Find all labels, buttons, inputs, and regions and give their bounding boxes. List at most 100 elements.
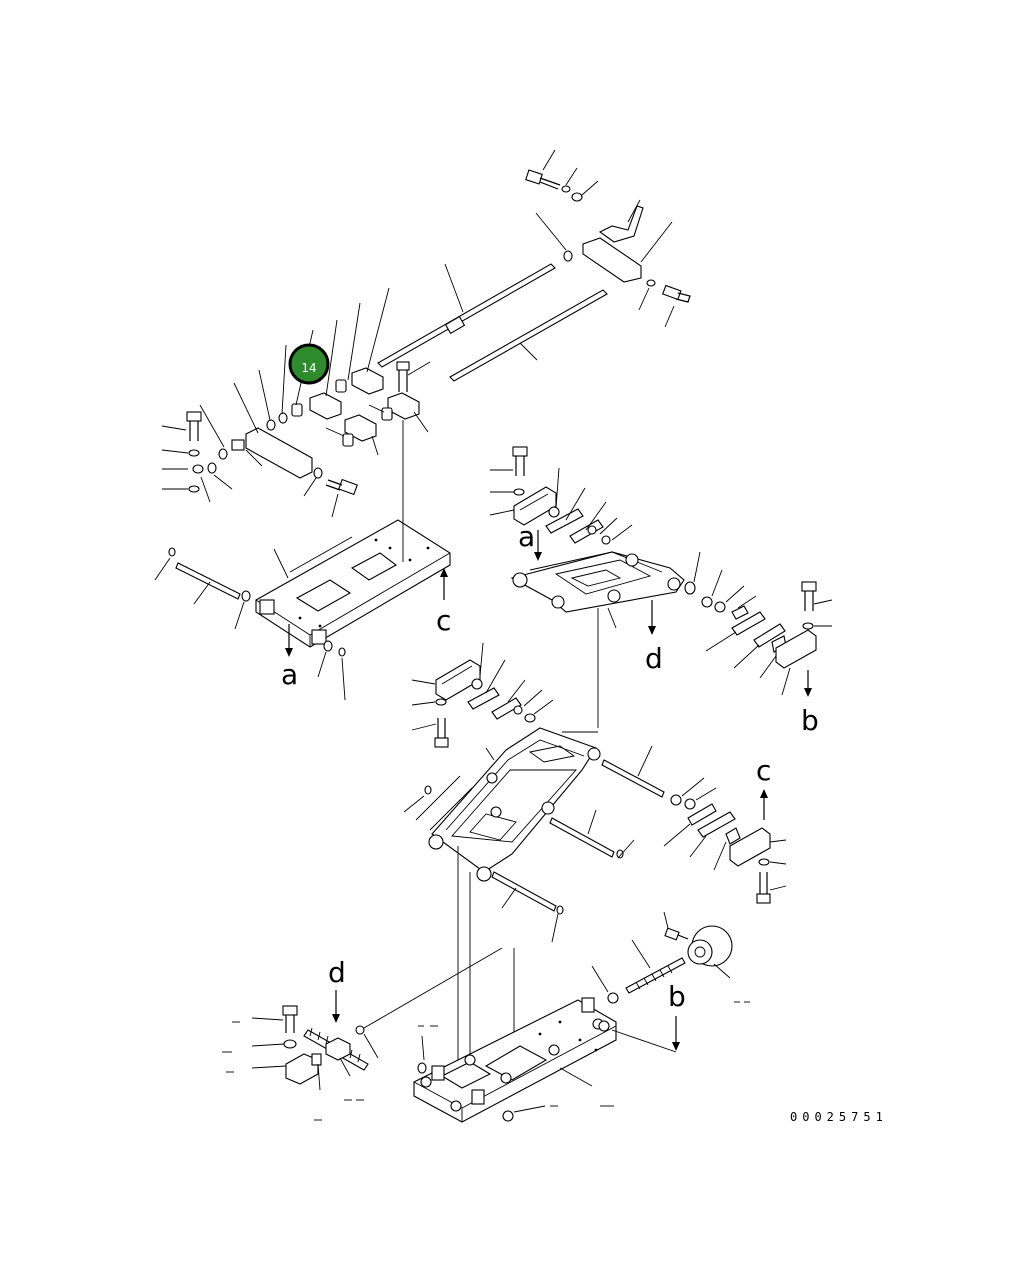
washer: [502, 1110, 514, 1122]
clip: [556, 905, 564, 915]
washer: [701, 596, 713, 608]
pivot: [486, 772, 498, 784]
clip: [424, 785, 432, 795]
washer: [513, 705, 523, 715]
block: [351, 367, 384, 395]
washer: [218, 448, 228, 460]
callout-label: 14: [301, 361, 316, 375]
plate-lug: [311, 629, 327, 645]
bolt-top: [525, 169, 561, 190]
pivot: [512, 572, 528, 588]
washer: [601, 535, 611, 545]
washer: [207, 462, 217, 474]
washer: [646, 279, 656, 287]
pivot: [625, 553, 639, 567]
bolt-angled: [325, 478, 358, 496]
frame-arm: [510, 551, 685, 613]
callout-marker[interactable]: [288, 343, 330, 385]
bolt: [186, 411, 202, 441]
bracket: [582, 237, 642, 283]
washer: [802, 622, 814, 630]
washer: [323, 640, 333, 652]
pin: [311, 1053, 322, 1066]
spacer: [731, 605, 749, 620]
washer: [524, 713, 536, 723]
ref-letter-a: a: [281, 658, 298, 691]
pivot: [551, 595, 565, 609]
block: [387, 392, 420, 420]
washer: [313, 467, 323, 479]
block: [775, 629, 817, 669]
ref-letter-c: c: [436, 604, 451, 637]
right-frame-assembly: [489, 446, 833, 728]
upper-plate: [255, 519, 451, 648]
block: [729, 827, 771, 867]
pivot: [541, 801, 555, 815]
lower-rod: [449, 289, 608, 382]
pin: [291, 403, 303, 417]
nut: [325, 1037, 351, 1061]
washer: [758, 858, 770, 866]
long-pin: [175, 562, 241, 600]
pin: [335, 379, 347, 393]
pin: [342, 433, 354, 447]
pin: [381, 407, 393, 421]
pin: [231, 439, 245, 451]
washer: [355, 1025, 365, 1035]
washer: [266, 419, 276, 431]
plate-cutout: [440, 1061, 492, 1089]
bushing: [471, 678, 483, 690]
pivot: [428, 834, 444, 850]
reference-letters: a a b b c c d d: [281, 520, 819, 1013]
left-upper-cluster: [161, 382, 358, 518]
bushing: [548, 506, 560, 518]
block: [285, 1053, 319, 1085]
top-linkage-assembly: [258, 149, 691, 456]
washer: [684, 798, 696, 810]
pin: [601, 759, 665, 798]
bushing: [563, 250, 573, 262]
washer: [607, 992, 619, 1004]
shim: [467, 687, 500, 710]
bolt: [801, 581, 817, 611]
plate-cutout: [295, 579, 352, 612]
arm-frame: [431, 727, 597, 873]
pivot: [476, 866, 492, 882]
shim: [753, 623, 786, 648]
bolt: [756, 872, 771, 904]
bolt-small: [664, 927, 689, 941]
bottom-assembly: [222, 846, 750, 1123]
washer: [598, 1020, 610, 1032]
plate-lug: [471, 1089, 485, 1105]
pivot: [490, 806, 502, 818]
bolt: [434, 718, 449, 748]
link-bar: [245, 427, 313, 479]
washer: [241, 590, 251, 602]
washer: [513, 488, 525, 496]
ref-letter-b: b: [801, 704, 819, 737]
clip: [616, 849, 624, 859]
washer: [561, 185, 571, 193]
plate-lug: [581, 997, 595, 1013]
part-callout-14[interactable]: 14: [288, 343, 330, 385]
ref-letter-d: d: [328, 956, 346, 989]
plate-lug: [259, 599, 275, 615]
upper-rod: [377, 263, 556, 368]
washer: [283, 1039, 297, 1049]
washer: [188, 485, 200, 493]
washer: [714, 601, 726, 613]
shim: [687, 803, 717, 826]
washer: [188, 449, 200, 457]
washer: [417, 1062, 427, 1074]
pivot: [587, 747, 601, 761]
bolt: [282, 1005, 298, 1033]
pivot: [667, 577, 681, 591]
pivot: [607, 589, 621, 603]
ref-letter-a: a: [518, 520, 535, 553]
washer: [587, 525, 597, 535]
bolt: [512, 446, 528, 476]
ref-letter-b: b: [668, 980, 686, 1013]
washer: [571, 192, 583, 202]
ref-letter-d: d: [645, 642, 663, 675]
